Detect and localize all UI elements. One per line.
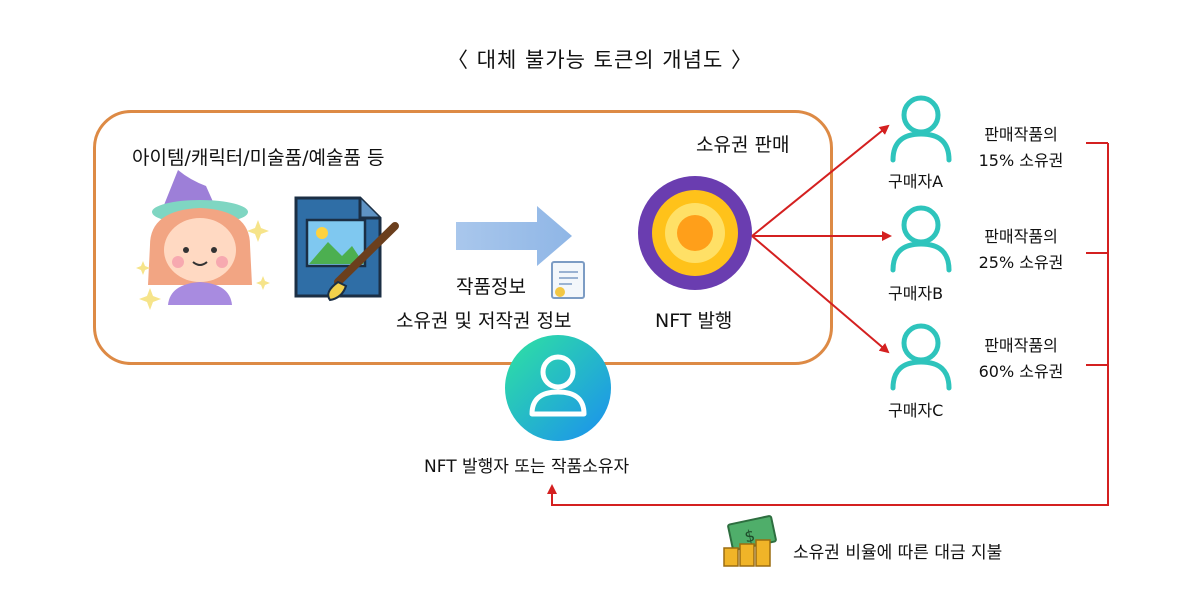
buyer-b-name: 구매자B	[888, 284, 944, 303]
buyer-a-icon	[890, 95, 952, 163]
buyer-b-icon	[890, 205, 952, 273]
arrow-to-buyer-a	[751, 124, 890, 237]
asset-types-label: 아이템/캐릭터/미술품/예술품 등	[132, 147, 385, 169]
witch-character-icon	[136, 170, 270, 310]
artwork-file-icon	[294, 196, 399, 302]
rights-info-label: 소유권 및 저작권 정보	[396, 310, 572, 332]
buyer-a-share: 판매작품의 15% 소유권	[962, 122, 1080, 174]
process-arrow	[456, 206, 572, 266]
certificate-icon	[551, 261, 585, 299]
buyer-c-share: 판매작품의 60% 소유권	[962, 333, 1080, 385]
nft-process-frame	[93, 110, 833, 365]
buyer-b-share-line1: 판매작품의	[984, 227, 1058, 246]
buyer-c-share-line2: 60% 소유권	[978, 362, 1064, 381]
buyer-a-share-line1: 판매작품의	[984, 125, 1058, 144]
issuer-label: NFT 발행자 또는 작품소유자	[424, 457, 630, 477]
money-icon: $	[723, 515, 777, 567]
nft-issue-label: NFT 발행	[655, 310, 733, 332]
payment-flow-line	[547, 142, 1109, 506]
nft-coin-icon	[638, 176, 752, 290]
diagram-title: 〈 대체 불가능 토큰의 개념도 〉	[447, 48, 753, 72]
buyer-b-share: 판매작품의 25% 소유권	[962, 224, 1080, 276]
buyer-b-share-line2: 25% 소유권	[978, 253, 1064, 272]
issuer-user-icon	[505, 335, 611, 441]
ownership-sale-label: 소유권 판매	[696, 134, 790, 156]
buyer-a-name: 구매자A	[888, 172, 944, 191]
buyer-c-name: 구매자C	[888, 401, 944, 420]
buyer-c-icon	[890, 323, 952, 391]
arrow-to-buyer-c	[751, 235, 890, 354]
payment-label: 소유권 비율에 따른 대금 지불	[793, 543, 1003, 563]
buyer-c-share-line1: 판매작품의	[984, 336, 1058, 355]
buyer-a-share-line2: 15% 소유권	[978, 151, 1064, 170]
artwork-info-label: 작품정보	[456, 276, 526, 298]
svg-text:$: $	[743, 526, 757, 547]
